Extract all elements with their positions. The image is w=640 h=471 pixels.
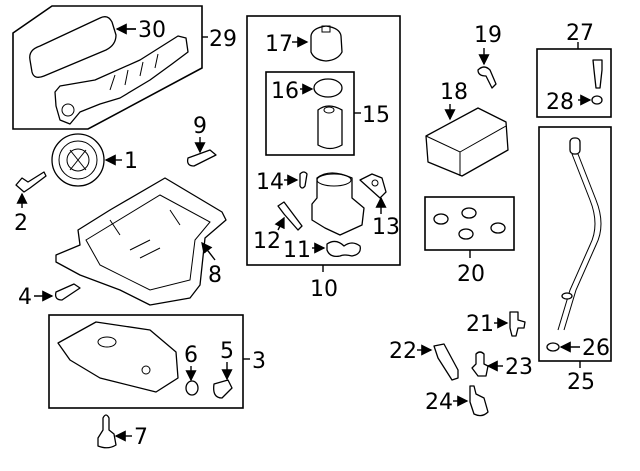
callout-30: 30 <box>138 18 166 43</box>
oil-level-sensor[interactable] <box>97 414 117 449</box>
callout-16: 16 <box>271 79 299 104</box>
seal-3[interactable] <box>490 222 506 234</box>
bolt-2-group: 2 <box>14 171 47 236</box>
callout-6: 6 <box>184 343 198 368</box>
callout-19: 19 <box>474 23 502 48</box>
callout-8: 8 <box>208 263 222 288</box>
oil-pan-upper-group: 8 <box>55 177 227 306</box>
pulley-group: 1 <box>51 133 138 187</box>
engine-cover-shape[interactable] <box>54 35 189 125</box>
callout-24: 24 <box>425 390 453 415</box>
sensor-bracket-13[interactable] <box>359 173 387 199</box>
callout-1: 1 <box>124 149 138 174</box>
tube-bolt-kit-box <box>536 48 612 118</box>
dowel-pin-9[interactable] <box>186 149 217 167</box>
washer-28[interactable] <box>591 95 603 105</box>
callout-11: 11 <box>283 238 311 263</box>
callout-12: 12 <box>253 229 281 254</box>
tube-o-ring-26[interactable] <box>546 342 560 352</box>
callout-5: 5 <box>220 339 234 364</box>
callout-7: 7 <box>134 425 148 450</box>
callout-26: 26 <box>582 336 610 361</box>
sensor-21[interactable] <box>509 311 526 337</box>
part-4-group: 4 <box>18 283 81 310</box>
upper-oil-pan[interactable] <box>55 177 227 306</box>
pulley-bolt[interactable] <box>15 171 47 193</box>
oil-cooler[interactable] <box>425 107 509 177</box>
callout-20: 20 <box>457 262 485 287</box>
oil-filter-element[interactable] <box>317 105 343 150</box>
engine-cover-box <box>12 5 203 130</box>
callout-18: 18 <box>440 80 468 105</box>
dowel-pin-4[interactable] <box>54 283 81 301</box>
filter-housing[interactable] <box>311 172 365 236</box>
dipstick-handle[interactable] <box>569 137 581 155</box>
sensor-22[interactable] <box>433 343 459 381</box>
drain-plug-gasket[interactable] <box>185 380 199 396</box>
oil-cooler-group: 19 18 <box>425 23 509 177</box>
callout-15: 15 <box>362 103 390 128</box>
dipstick-tube-box <box>538 126 612 362</box>
callout-10: 10 <box>310 277 338 302</box>
lower-oil-pan[interactable] <box>57 321 179 393</box>
callout-14: 14 <box>256 170 284 195</box>
cooler-bolt[interactable] <box>477 66 497 89</box>
part-9-group: 9 <box>186 114 217 167</box>
drain-plug[interactable] <box>213 379 233 399</box>
seal-1[interactable] <box>433 213 449 225</box>
callout-22: 22 <box>389 339 417 364</box>
sensors-group: 21 22 23 24 <box>389 311 533 417</box>
tube-collar <box>561 292 573 300</box>
callout-27: 27 <box>566 21 594 46</box>
pressure-switch-23[interactable] <box>471 351 489 377</box>
housing-gasket[interactable] <box>326 240 361 258</box>
bracket-12[interactable] <box>277 201 303 231</box>
callout-13: 13 <box>372 215 400 240</box>
dipstick-tube-group: 26 25 <box>538 126 612 395</box>
callout-9: 9 <box>193 114 207 139</box>
callout-2: 2 <box>14 211 28 236</box>
cover-insulator-shape[interactable] <box>29 16 117 78</box>
callout-23: 23 <box>505 355 533 380</box>
callout-3: 3 <box>252 349 266 374</box>
filter-housing-group: 17 16 15 14 13 12 11 10 <box>246 15 401 302</box>
callout-4: 4 <box>18 285 32 310</box>
o-ring-16[interactable] <box>313 78 343 98</box>
seal-kit-group: 20 <box>424 196 515 287</box>
lower-oil-pan-box <box>48 314 244 409</box>
lower-oil-pan-group: 6 5 3 <box>48 314 266 409</box>
engine-cover-group: 30 29 <box>12 5 237 130</box>
callout-21: 21 <box>466 312 494 337</box>
callout-17: 17 <box>265 32 293 57</box>
tube-bolt-kit-group: 27 28 <box>536 21 612 118</box>
bolt-14[interactable] <box>299 171 308 189</box>
seal-2[interactable] <box>461 207 477 219</box>
tube-bolt[interactable] <box>592 59 603 89</box>
callout-28: 28 <box>546 90 574 115</box>
pressure-sensor-24[interactable] <box>469 385 489 417</box>
part-7-group: 7 <box>97 414 148 450</box>
callout-29: 29 <box>209 27 237 52</box>
seal-4[interactable] <box>458 228 474 240</box>
filter-cap[interactable] <box>310 25 343 62</box>
callout-25: 25 <box>567 370 595 395</box>
